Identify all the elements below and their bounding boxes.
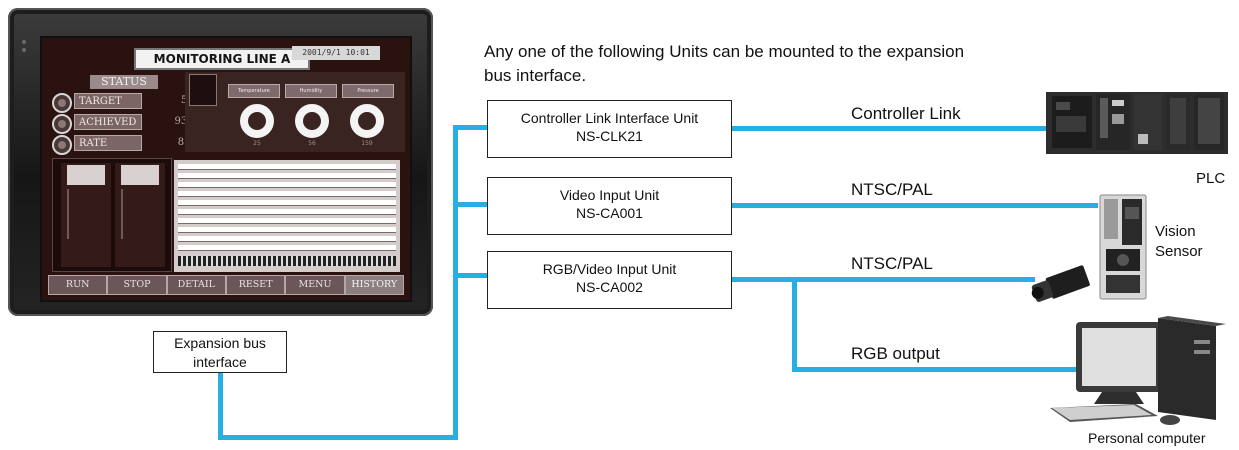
expansion-bus-label: Expansion bus interface — [153, 331, 287, 373]
connection-label-controller-link: Controller Link — [851, 104, 961, 123]
hmi-screen: MONITORING LINE A 2001/9/1 10:01 STATUS … — [42, 38, 410, 300]
unit-name: RGB/Video Input Unit — [542, 261, 677, 277]
plc-icon — [1046, 88, 1228, 156]
hmi-nav-bar: RUN STOP DETAIL RESET MENU HISTORY — [48, 275, 404, 295]
cable-bus-vertical — [218, 370, 223, 440]
run-button: RUN — [48, 275, 108, 295]
camera-icon — [1030, 262, 1100, 304]
connection-label-ntsc-pal: NTSC/PAL — [851, 254, 933, 273]
cable-trunk-to-rgb — [453, 273, 488, 278]
bar-column — [61, 163, 111, 267]
gauge-button-humidity: Humidity — [285, 84, 337, 98]
bar-column — [115, 163, 165, 267]
pressure-gauge-icon — [350, 104, 384, 138]
unit-name: Controller Link Interface Unit — [520, 110, 699, 126]
status-indicator-icon — [52, 93, 72, 113]
temperature-gauge-icon — [240, 104, 274, 138]
cable-trunk-to-video — [453, 202, 488, 207]
gauge-value: 25 — [253, 140, 261, 147]
gauge-value: 159 — [361, 140, 373, 147]
unit-name: Video Input Unit — [559, 187, 660, 203]
connection-label-rgb-output: RGB output — [851, 344, 940, 363]
status-header: STATUS — [90, 75, 158, 89]
vision-sensor-icon — [1098, 193, 1148, 303]
maintenance-table — [174, 160, 400, 272]
cable-rgb-output — [792, 367, 1080, 372]
plc-label: PLC — [1196, 170, 1226, 187]
unit-box-controller-link: Controller Link Interface Unit NS-CLK21 — [487, 100, 732, 158]
unit-model: NS-CA002 — [576, 279, 643, 295]
unit-model: NS-CLK21 — [576, 128, 643, 144]
gauge-value: 56 — [308, 140, 316, 147]
unit-model: NS-CA001 — [576, 205, 643, 221]
cable-trunk-vertical — [453, 125, 458, 440]
mode-selector — [189, 74, 217, 106]
detail-button: DETAIL — [166, 275, 226, 295]
screen-title: MONITORING LINE A — [134, 48, 310, 70]
connection-label-ntsc-pal: NTSC/PAL — [851, 180, 933, 199]
status-label: ACHIEVED — [74, 114, 142, 130]
personal-computer-icon — [1040, 316, 1234, 428]
history-button: HISTORY — [344, 275, 404, 295]
unit-box-video-input: Video Input Unit NS-CA001 — [487, 177, 732, 235]
cable-video-ntsc — [730, 203, 1098, 208]
mounting-note: Any one of the following Units can be mo… — [484, 42, 965, 85]
status-label: TARGET — [74, 93, 142, 109]
gauge-button-temperature: Temperature — [228, 84, 280, 98]
cable-bus-bottom — [218, 435, 458, 440]
run-led-indicator — [19, 40, 31, 66]
gauge-panel: Temperature Humidity Pressure 25 56 159 — [185, 72, 405, 152]
status-indicator-icon — [52, 114, 72, 134]
status-label: RATE — [74, 135, 142, 151]
cable-rgb-branch — [792, 277, 797, 372]
bar-display-panel — [52, 158, 172, 272]
screen-date: 2001/9/1 10:01 — [292, 46, 380, 60]
cable-controller-link — [730, 126, 1050, 131]
gauge-button-pressure: Pressure — [342, 84, 394, 98]
unit-box-rgb-video-input: RGB/Video Input Unit NS-CA002 — [487, 251, 732, 309]
cable-trunk-to-clk — [453, 125, 488, 130]
humidity-gauge-icon — [295, 104, 329, 138]
cable-rgb-ntsc — [730, 277, 1035, 282]
vision-sensor-label: Vision Sensor — [1155, 223, 1203, 260]
personal-computer-label: Personal computer — [1088, 430, 1206, 446]
menu-button: MENU — [285, 275, 345, 295]
stop-button: STOP — [107, 275, 167, 295]
reset-button: RESET — [225, 275, 286, 295]
status-indicator-icon — [52, 135, 72, 155]
